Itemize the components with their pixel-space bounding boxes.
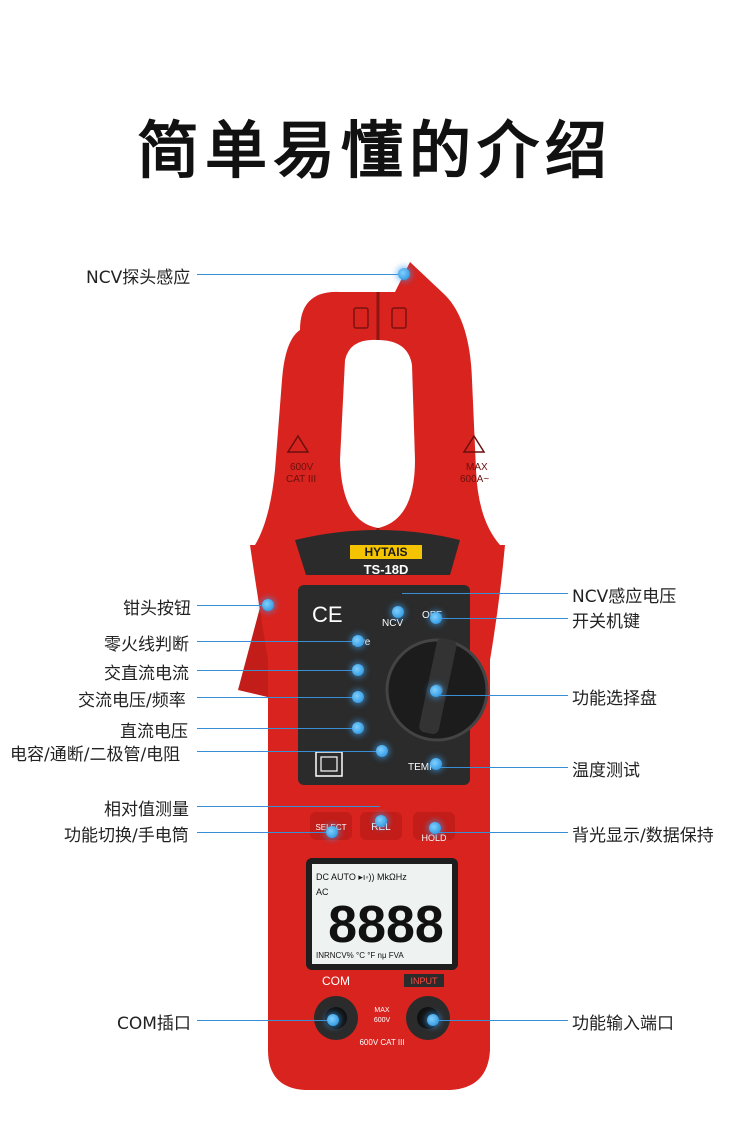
- marker-dot: [427, 1014, 439, 1026]
- marker-dot: [352, 691, 364, 703]
- callout-temperature: 温度测试: [572, 761, 640, 781]
- leader-line: [197, 832, 331, 833]
- leader-line: [436, 618, 568, 619]
- callout-ncv-probe: NCV探头感应: [86, 268, 191, 288]
- marker-dot: [392, 606, 404, 618]
- marker-dot: [430, 758, 442, 770]
- callout-dc-voltage: 直流电压: [120, 722, 188, 742]
- leader-line: [197, 641, 357, 642]
- marker-dot: [326, 826, 338, 838]
- marker-dot: [376, 745, 388, 757]
- leader-line: [197, 697, 357, 698]
- label-com: COM: [322, 974, 350, 988]
- leader-line: [436, 1020, 568, 1021]
- callout-ac-dc-current: 交直流电流: [104, 664, 189, 684]
- marker-dot: [262, 599, 274, 611]
- callout-com-port: COM插口: [117, 1014, 191, 1034]
- terminal-600v: 600V: [374, 1017, 391, 1024]
- marker-dot: [429, 822, 441, 834]
- label-rel: REL: [371, 822, 391, 833]
- lcd-screen: [312, 864, 452, 964]
- lcd-bottom-row: INRNCV% °C °F nμ FVA: [316, 951, 404, 960]
- callout-dial: 功能选择盘: [572, 689, 657, 709]
- callout-ac-voltage-freq: 交流电压/频率: [78, 691, 186, 711]
- callout-relative: 相对值测量: [104, 800, 189, 820]
- label-input: INPUT: [411, 976, 439, 986]
- jaw-right-warning-2: 600A~: [460, 474, 489, 485]
- callout-ncv-voltage: NCV感应电压: [572, 587, 677, 607]
- leader-line: [402, 593, 568, 594]
- callout-live-detect: 零火线判断: [104, 635, 189, 655]
- lcd-digits: 8888: [328, 896, 444, 954]
- callout-jaw-button: 钳头按钮: [123, 599, 191, 619]
- leader-line: [197, 751, 381, 752]
- marker-dot: [352, 635, 364, 647]
- marker-dot: [352, 722, 364, 734]
- marker-dot: [398, 268, 410, 280]
- leader-line: [197, 1020, 332, 1021]
- callout-function-switch: 功能切换/手电筒: [64, 826, 189, 846]
- jaw-left-warning-1: 600V: [290, 462, 314, 473]
- brand-logo: HYTAIS: [364, 545, 407, 559]
- terminal-max: MAX: [374, 1007, 390, 1014]
- leader-line: [438, 832, 568, 833]
- jaw-right-warning-1: MAX: [466, 462, 488, 473]
- leader-line: [436, 767, 568, 768]
- callout-power-key: 开关机键: [572, 612, 640, 632]
- leader-line: [440, 695, 568, 696]
- callout-input-port: 功能输入端口: [572, 1014, 674, 1034]
- leader-line: [197, 274, 403, 275]
- leader-line: [197, 605, 267, 606]
- lcd-ac: AC: [316, 887, 329, 897]
- terminal-cat: 600V CAT III: [359, 1038, 404, 1047]
- marker-dot: [327, 1014, 339, 1026]
- label-temp: TEMP: [408, 762, 436, 773]
- leader-line: [197, 728, 357, 729]
- model-name: TS-18D: [364, 562, 409, 577]
- callout-backlight-hold: 背光显示/数据保持: [572, 826, 714, 846]
- marker-dot: [375, 815, 387, 827]
- lcd-top-row: DC AUTO ▸ı◦)) MkΩHz: [316, 872, 407, 882]
- ce-mark: CE: [312, 602, 343, 627]
- leader-line: [197, 806, 380, 807]
- jaw-left-warning-2: CAT III: [286, 474, 316, 485]
- page-title: 简单易懂的介绍: [136, 114, 613, 187]
- marker-dot: [430, 685, 442, 697]
- callout-capacitance: 电容/通断/二极管/电阻: [10, 745, 181, 765]
- leader-line: [197, 670, 357, 671]
- label-hold: HOLD: [421, 833, 447, 843]
- marker-dot: [430, 612, 442, 624]
- label-ncv: NCV: [382, 618, 403, 629]
- marker-dot: [352, 664, 364, 676]
